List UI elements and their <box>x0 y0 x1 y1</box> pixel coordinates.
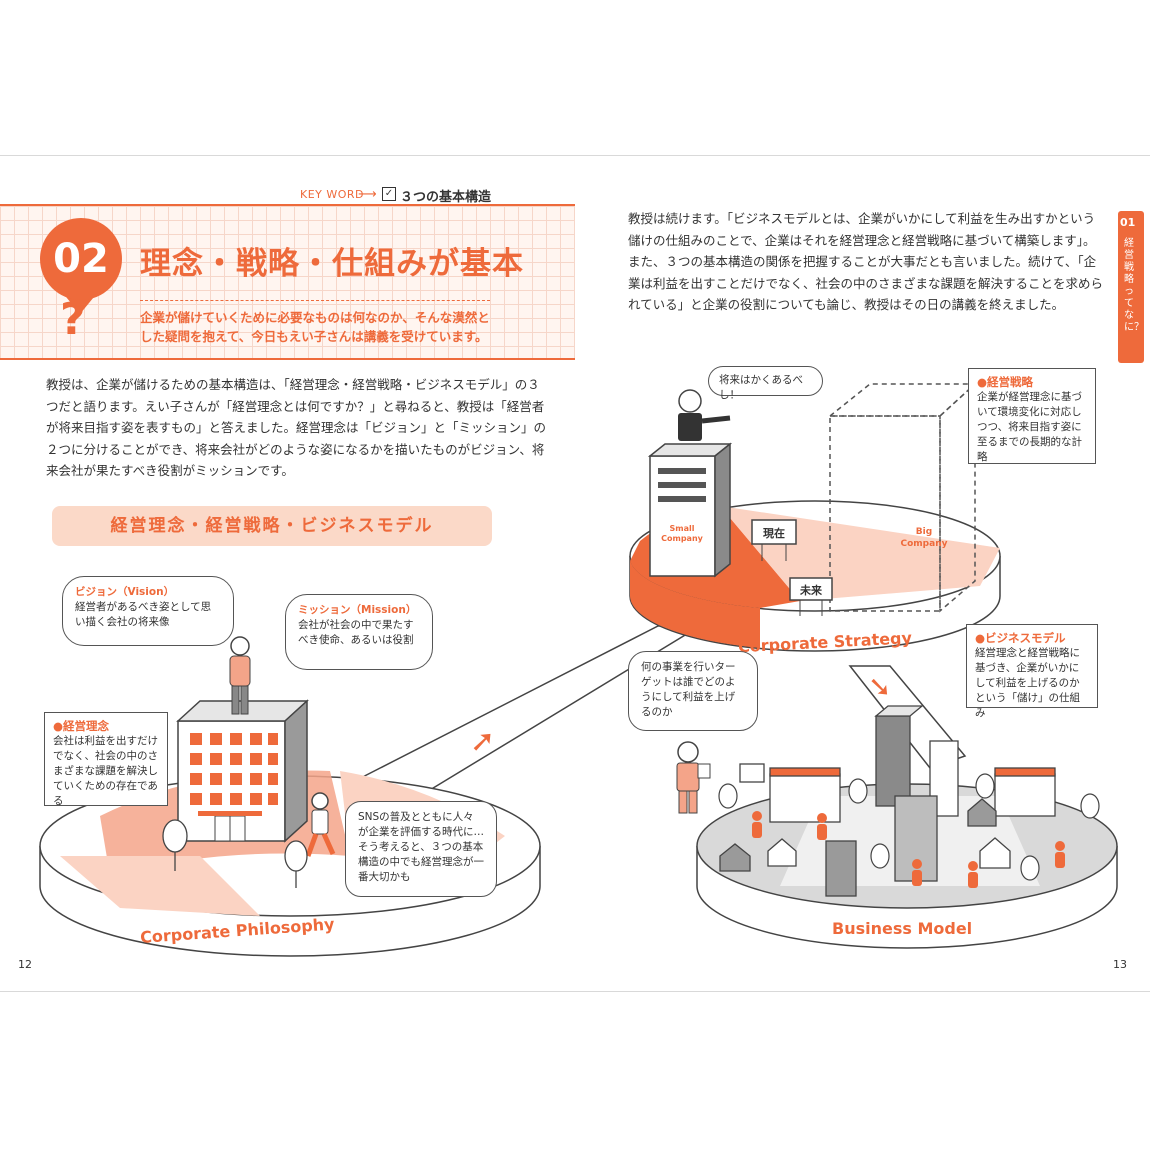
chapter-number: 02 <box>40 218 122 300</box>
keyword-label: KEY WORD <box>300 188 365 201</box>
svg-text:未来: 未来 <box>799 583 823 597</box>
city-people <box>752 811 1065 888</box>
vision-text: 経営者があるべき姿として思い描く会社の将来像 <box>75 601 212 628</box>
mission-text: 会社が社会の中で果たすべき使命、あるいは役割 <box>298 619 414 646</box>
sns-bubble: SNSの普及とともに人々が企業を評価する時代に…そう考えると、３つの基本構造の中… <box>345 801 497 897</box>
side-tab-number: 01 <box>1120 216 1136 229</box>
page-title: 理念・戦略・仕組みが基本 <box>140 246 524 282</box>
svg-text:Company: Company <box>901 539 948 549</box>
subheading-bar <box>52 506 492 546</box>
city-trees <box>718 773 1100 881</box>
three-structures-illustration: ➚ ➘ <box>39 382 1118 957</box>
student-figure <box>305 792 336 857</box>
right-body-text: 教授は続けます。「ビジネスモデルとは、企業がいかにして利益を生み出すかという儲け… <box>628 211 1104 312</box>
checkbox-icon: ✓ <box>382 187 396 201</box>
vision-title: ビジョン（Vision） <box>75 586 175 598</box>
philosophy-note: ●経営理念 会社は利益を出すだけでなく、社会の中のさまざまな課題を解決していくた… <box>44 712 168 807</box>
city-buildings <box>719 705 1056 897</box>
strategy-note-text: 企業が経営理念に基づいて環境変化に対応しつつ、将来目指す姿に至るまでの長期的な計… <box>977 391 1082 463</box>
business-note: ●ビジネスモデル 経営理念と経営戦略に基づき、企業がいかにして利益を上げるのかと… <box>966 624 1098 719</box>
side-tab-text: 経営戦略ってなに？ <box>1124 238 1144 333</box>
businessperson-figure <box>676 741 711 814</box>
philosophy-building <box>176 699 309 843</box>
professor-figure-right <box>678 389 731 441</box>
sign-present: 現在 <box>751 519 797 561</box>
sign-future: 未来 <box>789 577 833 616</box>
vision-bubble: ビジョン（Vision） 経営者があるべき姿として思い描く会社の将来像 <box>62 576 234 646</box>
trees-left <box>162 819 308 888</box>
left-body-text: 教授は、企業が儲けるための基本構造は、「経営理念・経営戦略・ビジネスモデル」の３… <box>46 377 547 478</box>
sns-bubble-text: SNSの普及とともに人々が企業を評価する時代に…そう考えると、３つの基本構造の中… <box>358 811 484 883</box>
lead-text: 企業が儲けていくために必要なものは何なのか、そんな漠然とした疑問を抱えて、今日も… <box>140 310 490 344</box>
business-note-title: ●ビジネスモデル <box>975 631 1066 645</box>
page-number-right: 13 <box>1113 958 1127 971</box>
strategy-bubble: 将来はかくあるべし！ <box>708 366 823 401</box>
arrow-down-right-icon: ➘ <box>868 670 891 703</box>
question-mark-icon: ? <box>60 294 86 345</box>
book-spread: KEY WORD ⟶ ✓ ３つの基本構造 02 ? 理念・戦略・仕組みが基本 企… <box>0 155 1150 992</box>
philosophy-note-title: ●経営理念 <box>53 719 110 733</box>
svg-text:Company: Company <box>661 534 704 543</box>
page-number-left: 12 <box>18 958 32 971</box>
svg-text:現在: 現在 <box>763 526 785 540</box>
title-divider <box>140 300 490 301</box>
svg-text:Small: Small <box>670 524 695 533</box>
label-business-model: Business Model <box>832 919 972 938</box>
chapter-side-tab[interactable] <box>1118 211 1144 363</box>
mission-title: ミッション（Mission） <box>298 604 417 616</box>
subheading: 経営理念・経営戦略・ビジネスモデル <box>110 516 434 536</box>
arrow-right-icon: ⟶ <box>358 187 377 202</box>
svg-text:Big: Big <box>916 527 932 537</box>
business-note-text: 経営理念と経営戦略に基づき、企業がいかにして利益を上げるのかという「儲け」の仕組… <box>975 647 1080 719</box>
business-bubble: 何の事業を行いターゲットは誰でどのようにして利益を上げるのか <box>628 651 758 731</box>
arrow-up-right-icon: ➚ <box>470 724 495 759</box>
small-company-building: Small Company <box>647 442 733 578</box>
strategy-bubble-text: 将来はかくあるべし！ <box>719 374 803 401</box>
keyword-text: ３つの基本構造 <box>400 190 492 205</box>
professor-figure-left <box>229 636 251 715</box>
strategy-note: ●経営戦略 企業が経営理念に基づいて環境変化に対応しつつ、将来目指す姿に至るまで… <box>968 368 1096 464</box>
mission-bubble: ミッション（Mission） 会社が社会の中で果たすべき使命、あるいは役割 <box>285 594 433 670</box>
business-bubble-text: 何の事業を行いターゲットは誰でどのようにして利益を上げるのか <box>641 661 736 718</box>
philosophy-note-text: 会社は利益を出すだけでなく、社会の中のさまざまな課題を解決していくための存在であ… <box>53 735 158 807</box>
strategy-note-title: ●経営戦略 <box>977 375 1034 389</box>
